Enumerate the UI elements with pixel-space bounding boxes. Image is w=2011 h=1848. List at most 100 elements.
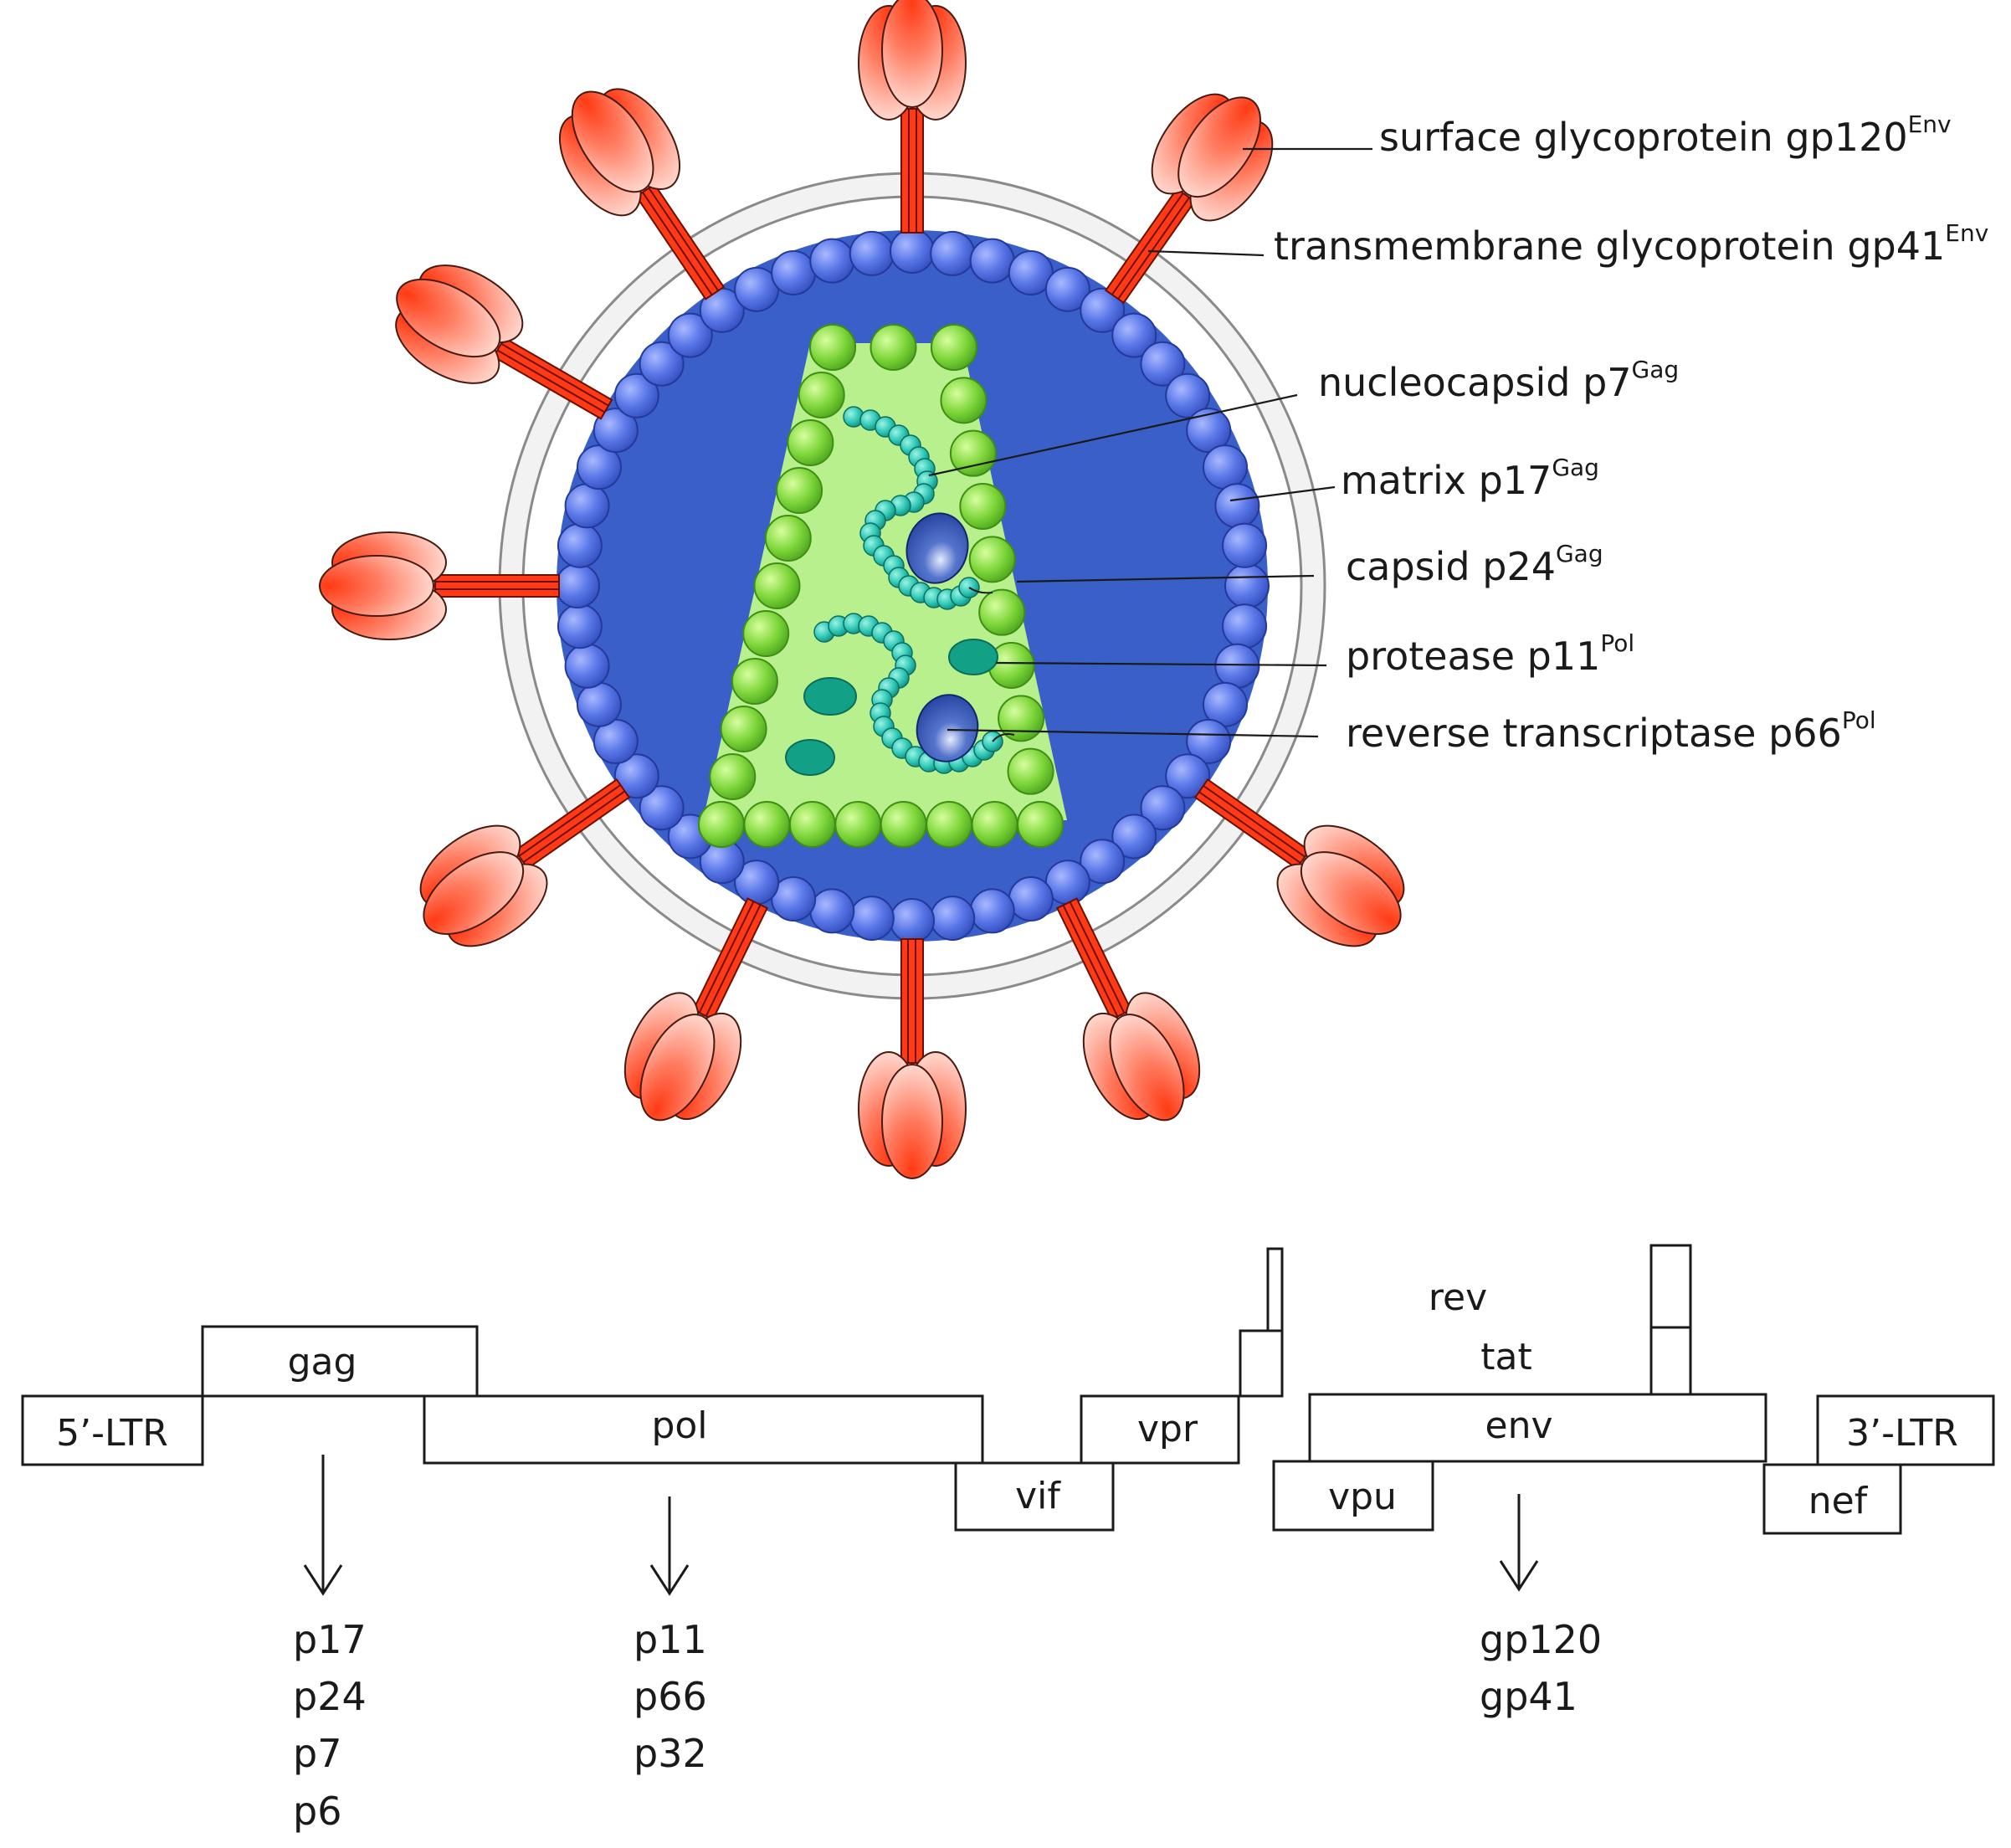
matrix-bead bbox=[564, 643, 610, 689]
virion-labels: surface glycoprotein gp120Env transmembr… bbox=[1274, 110, 1988, 756]
gene-box-gag bbox=[201, 1325, 479, 1398]
gene-label-rev: rev bbox=[1429, 1276, 1487, 1319]
gene-label-5ltr: 5’-LTR bbox=[56, 1412, 168, 1455]
hiv-virion bbox=[319, 0, 1405, 1179]
matrix-bead bbox=[1140, 341, 1186, 387]
gene-box-env bbox=[1308, 1393, 1767, 1463]
matrix-bead-ring bbox=[555, 228, 1270, 943]
gene-label-env: env bbox=[1485, 1404, 1553, 1447]
label-gp120: surface glycoprotein gp120Env bbox=[1379, 110, 1952, 160]
matrix-bead bbox=[1111, 814, 1157, 860]
capsid-bead bbox=[870, 324, 917, 371]
tat-exon-box bbox=[1649, 1326, 1692, 1396]
gp120-lobe bbox=[1109, 1014, 1185, 1122]
label-p11: protease p11Pol bbox=[1346, 629, 1634, 679]
label-p24: capsid p24Gag bbox=[1346, 540, 1603, 589]
product-pol-p66: p66 bbox=[634, 1674, 707, 1719]
reverse-transcriptase-blob bbox=[905, 512, 969, 584]
gene-box-3ltr bbox=[1816, 1394, 1995, 1466]
pol-products: p11 p66 p32 bbox=[634, 1617, 707, 1776]
protease-blob bbox=[803, 677, 857, 716]
gene-box-nef bbox=[1762, 1463, 1902, 1535]
capsid-bead bbox=[809, 324, 856, 371]
rna-strands bbox=[813, 406, 1015, 774]
gp41-stalk bbox=[1193, 778, 1311, 870]
matrix-bead bbox=[555, 563, 600, 608]
matrix-bead bbox=[593, 408, 639, 454]
product-gag-p17: p17 bbox=[293, 1617, 367, 1662]
matrix-bead bbox=[1044, 266, 1090, 312]
capsid-bead bbox=[834, 801, 882, 848]
protease-blob bbox=[948, 639, 998, 675]
matrix-bead bbox=[1165, 753, 1211, 799]
matrix-bead bbox=[1080, 287, 1126, 333]
gp41-stalk bbox=[635, 182, 726, 300]
matrix-bead bbox=[1214, 643, 1260, 689]
gp120-lobe bbox=[1177, 96, 1261, 198]
rev-exon-box bbox=[1239, 1329, 1284, 1398]
capsid-bead bbox=[787, 419, 834, 466]
capsid-bead bbox=[776, 467, 823, 514]
rev-exon-box-thin bbox=[1266, 1247, 1284, 1332]
rev-tat-exon-box bbox=[1649, 1244, 1692, 1329]
gene-box-vpr bbox=[1080, 1394, 1240, 1465]
gp120-lobe bbox=[319, 555, 434, 617]
matrix-bead bbox=[890, 898, 935, 943]
gene-box-vpu bbox=[1272, 1460, 1434, 1532]
matrix-bead bbox=[969, 888, 1015, 934]
gene-box-pol bbox=[423, 1394, 984, 1465]
gene-label-3ltr: 3’-LTR bbox=[1846, 1412, 1958, 1455]
label-leader-lines bbox=[928, 147, 1372, 738]
capsid-bead bbox=[926, 801, 973, 848]
capsid-bead bbox=[698, 801, 745, 848]
arrow-gag-products bbox=[303, 1455, 343, 1596]
matrix-bead bbox=[1222, 522, 1268, 568]
matrix-bead bbox=[849, 230, 895, 276]
gene-label-vif: vif bbox=[1015, 1475, 1061, 1517]
envelope-spike bbox=[1193, 778, 1405, 947]
label-p17: matrix p17Gag bbox=[1341, 454, 1599, 503]
matrix-bead bbox=[613, 372, 659, 418]
gene-label-vpr: vpr bbox=[1137, 1408, 1198, 1450]
capsid-bead bbox=[931, 324, 977, 371]
matrix-bead bbox=[564, 483, 610, 529]
gene-label-pol: pol bbox=[651, 1404, 707, 1447]
gp41-stalk bbox=[900, 108, 924, 234]
matrix-bead bbox=[1080, 839, 1126, 885]
matrix-bead bbox=[890, 228, 935, 274]
matrix-bead bbox=[1186, 718, 1232, 764]
matrix-bead bbox=[809, 888, 855, 934]
capsid-bead bbox=[998, 695, 1045, 742]
label-gp41: transmembrane glycoprotein gp41Env bbox=[1274, 219, 1988, 269]
capsid-bead bbox=[764, 515, 812, 562]
gene-box-vif bbox=[954, 1461, 1115, 1532]
matrix-bead bbox=[930, 230, 976, 276]
matrix-bead bbox=[969, 238, 1015, 284]
matrix-bead bbox=[576, 681, 622, 727]
gp41-stalk bbox=[900, 938, 924, 1064]
envelope-spike bbox=[319, 531, 560, 640]
matrix-bead bbox=[1224, 563, 1270, 608]
gene-label-tat: tat bbox=[1480, 1336, 1531, 1378]
gene-box-5ltr bbox=[21, 1394, 204, 1466]
genome-map: 5’-LTR gag pol vif vpr rev tat env vpu 3… bbox=[21, 1244, 1995, 1834]
envelope-spike bbox=[419, 778, 631, 947]
capsid-bead bbox=[1007, 747, 1054, 795]
product-pol-p32: p32 bbox=[634, 1731, 707, 1776]
capsid-bead bbox=[731, 658, 778, 705]
capsid-bead bbox=[742, 610, 790, 657]
matrix-bead bbox=[1111, 312, 1157, 358]
reverse-transcriptase-blob bbox=[916, 694, 979, 762]
matrix-bead bbox=[1203, 444, 1249, 490]
gene-label-gag: gag bbox=[288, 1341, 357, 1383]
gp120-lobe bbox=[881, 1064, 943, 1179]
product-env-gp120: gp120 bbox=[1480, 1617, 1602, 1662]
envelope-spike bbox=[623, 897, 769, 1122]
protease-blob bbox=[785, 739, 835, 776]
capsid-bead bbox=[709, 753, 757, 800]
capsid-bead bbox=[940, 377, 988, 424]
gp120-lobe bbox=[423, 851, 525, 935]
matrix-bead bbox=[613, 753, 659, 799]
gene-label-nef: nef bbox=[1808, 1480, 1869, 1522]
product-env-gp41: gp41 bbox=[1480, 1674, 1578, 1719]
